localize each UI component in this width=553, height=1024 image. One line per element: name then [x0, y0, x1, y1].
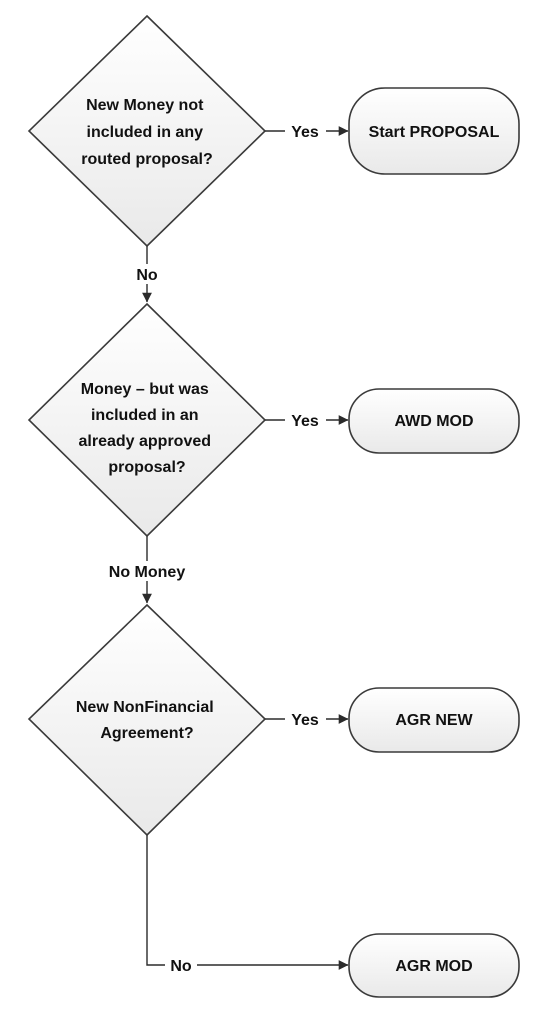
no-connector-1: No [131, 246, 163, 303]
no-label-1: No [136, 267, 158, 284]
yes-connector-1-label-bg [285, 121, 326, 141]
yes-connector-3: Yes [265, 709, 349, 729]
decision-1-text: New Money not included in any routed pro… [81, 97, 213, 168]
outcome-start-proposal-box [348, 87, 520, 175]
decision-1: New Money not included in any routed pro… [27, 14, 267, 248]
decision-3: New NonFinancial Agreement? [27, 603, 267, 837]
no-connector-2-label-bg [98, 561, 196, 581]
yes-connector-1: Yes [265, 121, 349, 141]
no-label-3: No [170, 958, 192, 975]
outcome-agr-mod-box [348, 933, 520, 998]
no-connector-2: No Money [98, 536, 196, 604]
decision-1-line-3: routed proposal? [81, 151, 213, 168]
outcome-awd-mod-box [348, 388, 520, 454]
yes-connector-2-label-bg [285, 410, 326, 430]
outcome-awd-mod-label: AWD MOD [394, 413, 473, 430]
decision-2-text: Money – but was included in an already a… [79, 381, 216, 476]
decision-2: Money – but was included in an already a… [27, 302, 267, 538]
yes-label-3: Yes [291, 712, 319, 729]
decision-2-line-3: already approved [79, 433, 212, 450]
decision-1-line-2: included in any [87, 124, 204, 141]
no-connector-1-label-bg [131, 264, 163, 284]
decision-3-text: New NonFinancial Agreement? [76, 699, 218, 742]
outcome-agr-new-box [348, 687, 520, 753]
yes-label-1: Yes [291, 124, 319, 141]
no-connector-3-line [146, 835, 349, 970]
outcome-awd-mod: AWD MOD [348, 388, 520, 454]
outcome-start-proposal-label: Start PROPOSAL [369, 124, 500, 141]
decision-3-line-2: Agreement? [100, 725, 193, 742]
no-money-label: No Money [109, 564, 186, 581]
yes-connector-3-label-bg [285, 709, 326, 729]
decision-1-line-1: New Money not [86, 97, 204, 114]
no-connector-3-label-bg [165, 955, 197, 975]
decision-3-diamond [27, 603, 267, 837]
yes-label-2: Yes [291, 413, 319, 430]
decision-2-line-4: proposal? [108, 459, 185, 476]
yes-connector-2: Yes [265, 410, 349, 430]
outcome-agr-mod: AGR MOD [348, 933, 520, 998]
no-connector-3: No [146, 835, 349, 975]
decision-2-line-1: Money – but was [81, 381, 209, 398]
outcome-start-proposal: Start PROPOSAL [348, 87, 520, 175]
outcome-agr-new-label: AGR NEW [395, 712, 473, 729]
decision-3-line-1: New NonFinancial [76, 699, 214, 716]
outcome-agr-new: AGR NEW [348, 687, 520, 753]
decision-2-line-2: included in an [91, 407, 199, 424]
outcome-agr-mod-label: AGR MOD [395, 958, 472, 975]
